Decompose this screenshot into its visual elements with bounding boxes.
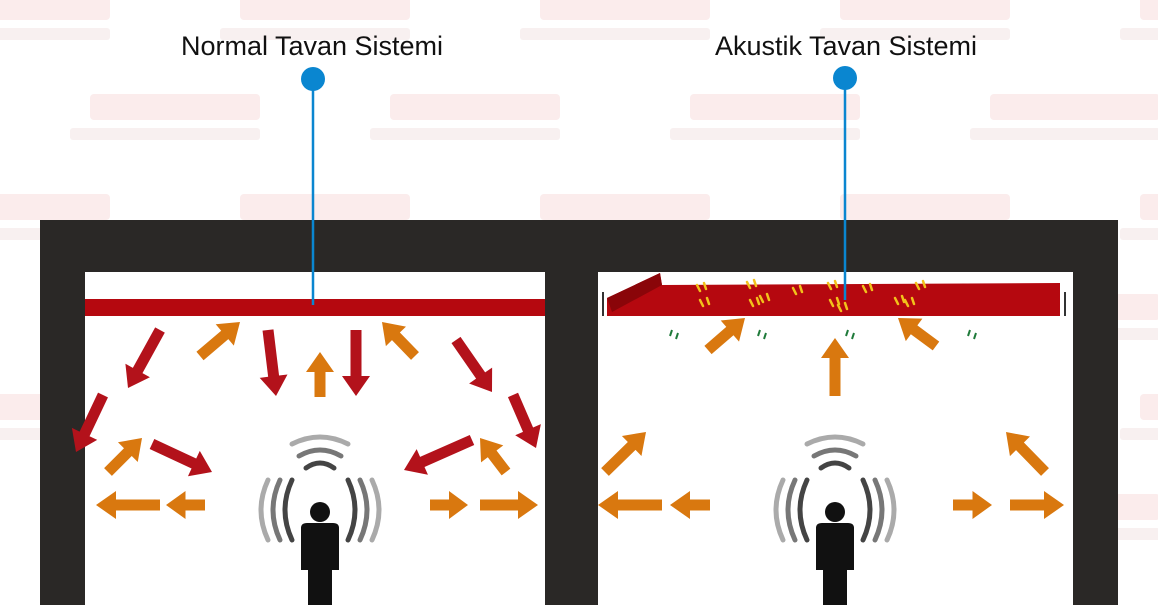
watermark-logo bbox=[0, 0, 110, 40]
particle bbox=[669, 329, 673, 337]
particle bbox=[675, 332, 679, 340]
sound-arrow bbox=[704, 318, 745, 355]
particle bbox=[745, 280, 752, 290]
sound-arrow bbox=[430, 491, 468, 519]
particle bbox=[921, 279, 927, 289]
watermark-logo bbox=[370, 94, 560, 140]
watermark-logo bbox=[970, 94, 1158, 140]
particle bbox=[868, 282, 874, 292]
people bbox=[258, 434, 897, 605]
particle bbox=[798, 284, 804, 294]
watermark-logo bbox=[70, 94, 260, 140]
sound-arrow bbox=[1010, 491, 1064, 519]
reflected-sound-arrow bbox=[451, 336, 493, 392]
reflected-sound-arrow bbox=[507, 392, 541, 448]
particle bbox=[910, 296, 916, 306]
watermark-logo bbox=[1120, 394, 1158, 440]
sound-arrow bbox=[382, 322, 419, 360]
particle bbox=[748, 298, 755, 308]
reflected-sound-arrow bbox=[404, 434, 475, 475]
sound-arrow bbox=[480, 491, 538, 519]
person-icon bbox=[310, 502, 330, 522]
reflected-sound-arrow bbox=[125, 327, 165, 388]
person-body bbox=[301, 523, 339, 605]
particle bbox=[705, 296, 711, 306]
particle bbox=[835, 296, 841, 306]
particle bbox=[973, 332, 977, 340]
sound-arrow bbox=[104, 438, 142, 476]
particle bbox=[900, 294, 906, 304]
sound-arrow bbox=[96, 491, 160, 519]
particle bbox=[903, 298, 910, 308]
particle bbox=[914, 281, 921, 291]
reflected-sound-arrow bbox=[71, 392, 108, 452]
watermark-logo bbox=[520, 0, 710, 40]
sound-arrow bbox=[480, 438, 511, 476]
reflected-sound-arrow bbox=[342, 330, 370, 396]
sound-arrow bbox=[898, 318, 940, 351]
reflected-sound-arrow bbox=[149, 439, 212, 477]
particle bbox=[763, 332, 767, 340]
person-body bbox=[816, 523, 854, 605]
sound-arrow bbox=[598, 491, 662, 519]
right-pin bbox=[833, 66, 857, 300]
sound-arrow bbox=[953, 491, 992, 519]
particle bbox=[826, 281, 833, 291]
particle bbox=[695, 283, 702, 293]
particle bbox=[851, 332, 855, 340]
sound-arrow bbox=[196, 322, 240, 361]
particle bbox=[765, 292, 771, 302]
sound-arrows bbox=[71, 318, 1064, 519]
watermark-logo bbox=[220, 0, 410, 40]
particle bbox=[836, 303, 843, 313]
sound-waves-icon bbox=[773, 434, 897, 543]
normal-ceiling-panel bbox=[85, 299, 545, 316]
sound-waves-icon bbox=[258, 434, 382, 543]
person-right bbox=[773, 434, 897, 605]
sound-arrow bbox=[306, 352, 334, 397]
particle bbox=[758, 294, 765, 304]
sound-arrow bbox=[670, 491, 710, 519]
acoustic-ceiling-panel bbox=[602, 273, 1066, 316]
particle bbox=[791, 286, 798, 296]
particle bbox=[698, 298, 705, 308]
particle bbox=[843, 301, 849, 311]
person-left bbox=[258, 434, 382, 605]
right-title: Akustik Tavan Sistemi bbox=[715, 31, 977, 61]
particle bbox=[967, 329, 971, 337]
reflected-sound-arrow bbox=[259, 329, 288, 396]
particle bbox=[755, 296, 761, 306]
watermark-logo bbox=[820, 0, 1010, 40]
particle bbox=[757, 329, 761, 337]
particle bbox=[861, 284, 868, 294]
particle bbox=[893, 296, 900, 306]
watermark-logo bbox=[1120, 194, 1158, 240]
pin-icon bbox=[301, 67, 325, 91]
absorbed-particles bbox=[669, 278, 977, 340]
left-pin bbox=[301, 67, 325, 305]
sound-arrow bbox=[601, 432, 646, 476]
particle bbox=[828, 298, 835, 308]
sound-arrow bbox=[821, 338, 849, 396]
particle bbox=[845, 329, 849, 337]
watermark-logo bbox=[1120, 0, 1158, 40]
particle bbox=[752, 278, 758, 288]
particle bbox=[833, 279, 839, 289]
pin-icon bbox=[833, 66, 857, 90]
person-icon bbox=[825, 502, 845, 522]
left-title: Normal Tavan Sistemi bbox=[181, 31, 443, 61]
particle bbox=[702, 281, 708, 291]
sound-arrow bbox=[166, 491, 205, 519]
sound-arrow bbox=[1006, 432, 1049, 476]
watermark-logo bbox=[670, 94, 860, 140]
